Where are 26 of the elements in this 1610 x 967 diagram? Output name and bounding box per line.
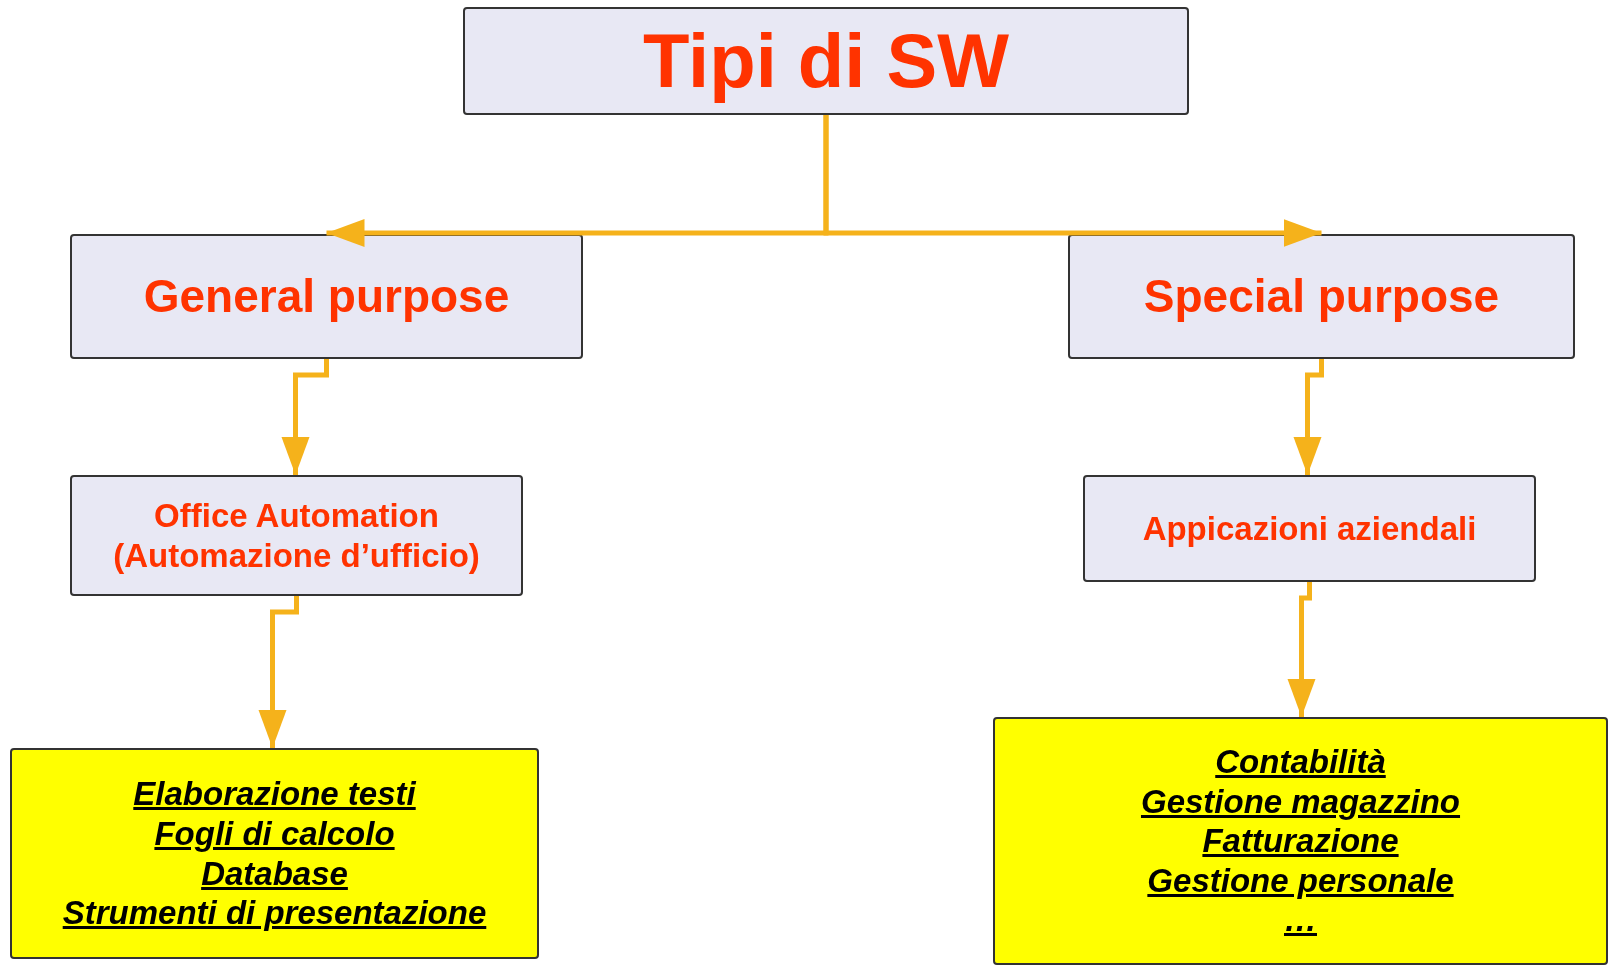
example-item: Strumenti di presentazione (61, 893, 488, 933)
examples-box (10, 748, 539, 959)
example-item: Fatturazione (1201, 821, 1400, 861)
category-box (1068, 234, 1575, 359)
subcategory-box (70, 475, 523, 596)
subcategory-label: Office Automation (Automazione d’ufficio) (112, 495, 481, 576)
subcategory-label: Appicazioni aziendali (1141, 508, 1478, 549)
example-item: Gestione personale (1146, 860, 1455, 901)
connector-arrow (281, 359, 329, 475)
example-item: Elaborazione testi (132, 774, 417, 814)
example-item: Contabilità (1214, 742, 1387, 782)
example-item: Gestione magazzino (1139, 781, 1462, 822)
connector-arrow (258, 596, 299, 748)
connector-arrow (1293, 359, 1324, 475)
category-label: Special purpose (1142, 268, 1501, 324)
connector-arrow (1287, 582, 1316, 717)
example-item: Fogli di calcolo (153, 813, 396, 854)
examples-box (993, 717, 1608, 965)
title-box (463, 7, 1189, 115)
connector-arrow (823, 115, 1322, 247)
subcategory-box (1083, 475, 1536, 582)
title-text: Tipi di SW (642, 17, 1010, 106)
example-item: Database (200, 853, 349, 894)
example-item: … (1283, 900, 1318, 940)
category-label: General purpose (142, 268, 511, 324)
category-box (70, 234, 583, 359)
